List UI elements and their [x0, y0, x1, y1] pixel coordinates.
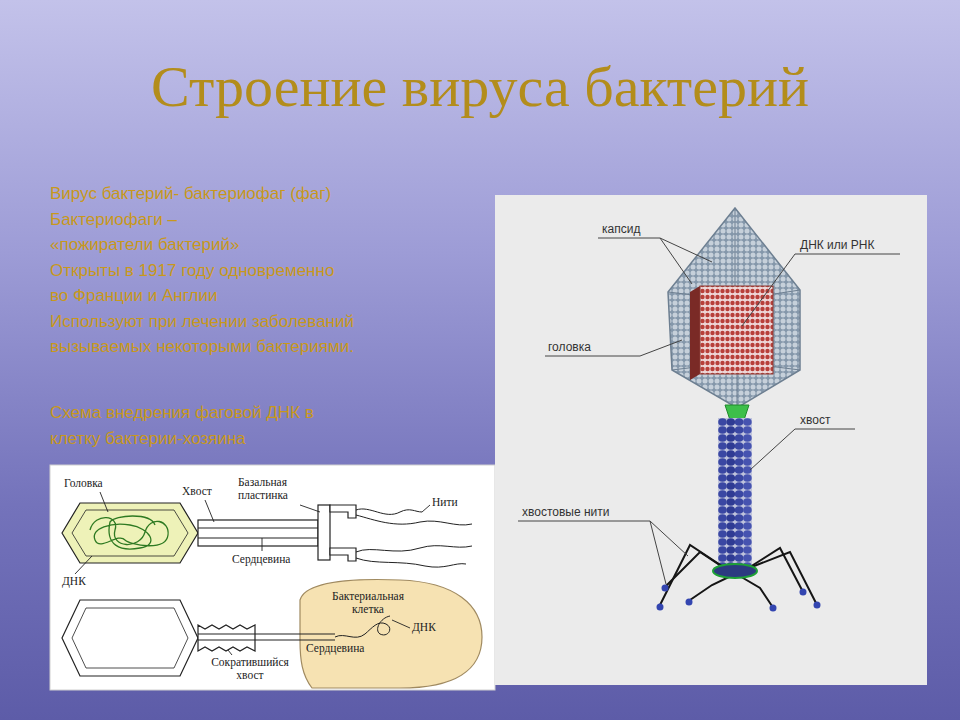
- phage-model-part: [725, 405, 749, 420]
- phage-model-part-part: [686, 599, 693, 606]
- phage-schema-part: [330, 548, 356, 561]
- leader-line-part: [660, 238, 712, 262]
- leader-line-part: [518, 521, 666, 584]
- phage-model-part: [657, 585, 821, 612]
- leader-line-part: [650, 521, 688, 556]
- part-label: Бактериальная клетка: [318, 590, 418, 616]
- phage-schema-part-part: [356, 558, 466, 567]
- leader-line-part: [262, 538, 263, 551]
- phage-model-part: [718, 418, 752, 568]
- part-label: Головка: [64, 477, 103, 490]
- part-label: Нити: [432, 496, 458, 509]
- phage-schema-part: [198, 520, 318, 546]
- part-label: Сердцевина: [232, 553, 290, 566]
- leader-line-part: [392, 620, 410, 628]
- leader-line-part: [205, 500, 214, 522]
- infection-schema-part: [198, 633, 335, 634]
- leader-line-part: [228, 650, 232, 655]
- phage-schema-part-part: [356, 515, 472, 525]
- leader-line: [518, 238, 900, 584]
- part-label: Базальная пластинка: [238, 476, 323, 502]
- phage-model-part-part: [744, 552, 816, 603]
- leader-line-part: [598, 238, 692, 284]
- schema-caption: Схема внедрения фаговой ДНК в клетку бак…: [50, 400, 320, 451]
- slide-title: Строение вируса бактерий: [0, 52, 960, 122]
- infection-schema-part: [72, 608, 188, 668]
- infection-schema-part: [198, 625, 255, 651]
- info-text: Открыты в 1917 году одновременно во Фран…: [50, 258, 335, 309]
- phage-model-part-part: [662, 585, 669, 592]
- phage-schema-part: [62, 503, 198, 563]
- phage-model-part: [660, 545, 816, 606]
- phage-model-part: [713, 564, 757, 578]
- info-text: Бактериофаги – «пожиратели бактерий»: [50, 207, 250, 258]
- phage-model-part-part: [800, 589, 807, 596]
- phage-schema-part: [72, 510, 188, 556]
- part-label: головка: [548, 340, 591, 354]
- phage-schema-part-part: [356, 546, 472, 552]
- part-label: капсид: [602, 222, 640, 236]
- schema-panel: [50, 465, 495, 690]
- leader-line-part: [742, 254, 900, 326]
- phage-schema-part: [198, 537, 318, 538]
- part-label: Сократившийся хвост: [200, 656, 300, 682]
- part-label: хвостовые нити: [522, 505, 610, 519]
- phage-schema: [62, 503, 472, 567]
- part-label: ДНК: [62, 575, 86, 588]
- info-text: Используют при лечении заболеваний вызыв…: [50, 309, 370, 360]
- leader-line-part: [750, 429, 855, 470]
- infection-schema-part: [198, 639, 335, 640]
- leader-line-part: [300, 505, 320, 512]
- phage-schema-part-part: [356, 509, 422, 514]
- phage-schema-part: [198, 527, 318, 528]
- infection-schema-part: [335, 616, 390, 637]
- part-label: Хвост: [182, 485, 212, 498]
- leader-line-part: [75, 556, 92, 574]
- leader-line-part: [100, 492, 108, 512]
- phage-model-part: [690, 286, 700, 380]
- info-text: Вирус бактерий- бактериофаг (фаг): [50, 181, 470, 207]
- phage-schema-part: [330, 505, 356, 518]
- model-panel: [495, 195, 927, 685]
- infection-schema-part: [62, 600, 198, 676]
- leader-line-part: [422, 505, 430, 512]
- phage-model-part: [668, 208, 800, 408]
- phage-model-part-part: [814, 602, 821, 609]
- phage-schema-part: [356, 509, 472, 567]
- phage-model-part-part: [657, 604, 664, 611]
- phage-model-part-part: [770, 605, 777, 612]
- part-label: хвост: [800, 413, 830, 427]
- part-label: ДНК: [412, 621, 436, 634]
- phage-model-part-part: [738, 575, 772, 606]
- phage-schema-part: [318, 505, 330, 560]
- phage-schema-part: [90, 516, 168, 549]
- leader-line: [75, 492, 430, 655]
- part-label: Сердцевина: [306, 642, 364, 655]
- leader-line-part: [545, 340, 682, 356]
- part-label: ДНК или РНК: [800, 238, 875, 252]
- infection-schema: [62, 580, 482, 688]
